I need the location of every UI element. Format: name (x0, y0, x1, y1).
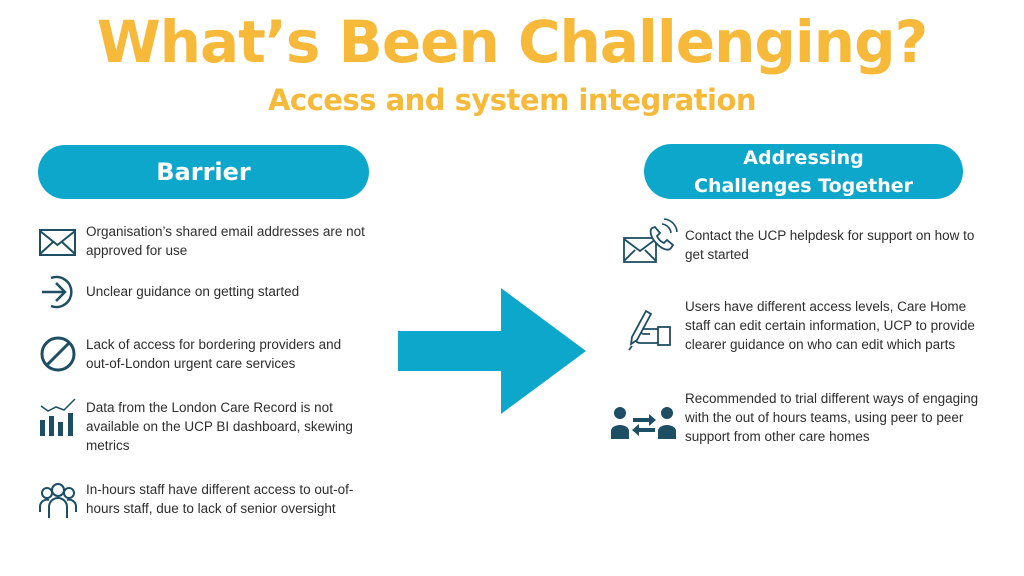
barrier-item: Unclear guidance on getting started (38, 272, 368, 312)
solution-item-text: Users have different access levels, Care… (685, 299, 975, 352)
group-icon (38, 480, 78, 520)
barrier-item: Lack of access for bordering providers a… (38, 334, 368, 374)
hand-writing-icon (622, 307, 680, 355)
prohibited-icon (38, 334, 78, 374)
solutions-heading: Addressing Challenges Together (644, 144, 963, 199)
barrier-item: Organisation’s shared email addresses ar… (38, 222, 368, 262)
page-title: What’s Been Challenging? (96, 8, 928, 76)
solution-item-text: Recommended to trial different ways of e… (685, 391, 979, 444)
arrow-circle-right-icon (38, 272, 78, 312)
barrier-item-text: Organisation’s shared email addresses ar… (86, 224, 365, 258)
envelope-icon (38, 222, 78, 262)
barrier-item-text: In-hours staff have different access to … (86, 482, 354, 516)
barrier-item-text: Unclear guidance on getting started (86, 284, 300, 299)
solutions-heading-text: Addressing Challenges Together (694, 146, 913, 197)
solution-item: Users have different access levels, Care… (622, 297, 982, 355)
barrier-item-text: Lack of access for bordering providers a… (86, 337, 342, 371)
solution-item-text: Contact the UCP helpdesk for support on … (685, 228, 975, 262)
right-arrow-icon (398, 288, 586, 414)
barrier-item: In-hours staff have different access to … (38, 480, 368, 520)
page-subtitle: Access and system integration (267, 83, 757, 117)
barrier-heading: Barrier (38, 145, 369, 199)
solution-item: Contact the UCP helpdesk for support on … (622, 218, 982, 266)
phone-envelope-icon (622, 218, 680, 266)
barrier-item-text: Data from the London Care Record is not … (86, 400, 353, 453)
solution-item: Recommended to trial different ways of e… (610, 389, 982, 447)
people-exchange-icon (610, 399, 680, 447)
bar-chart-icon (38, 398, 78, 438)
barrier-item: Data from the London Care Record is not … (38, 398, 368, 455)
